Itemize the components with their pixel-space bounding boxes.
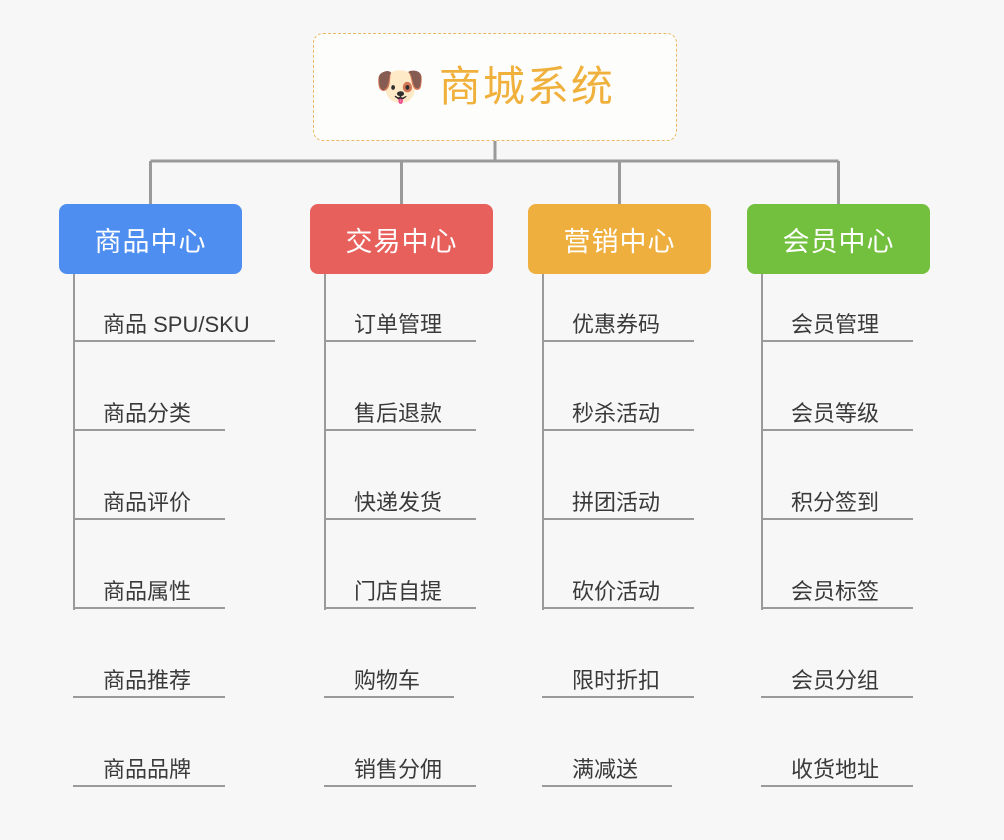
leaf-item[interactable]: 会员等级 bbox=[761, 397, 913, 431]
category-label-3: 营销中心 bbox=[563, 226, 676, 257]
leaf-label: 会员分组 bbox=[791, 668, 880, 693]
leaf-item[interactable]: 购物车 bbox=[324, 664, 454, 698]
leaf-item[interactable]: 会员分组 bbox=[761, 664, 913, 698]
leaf-item[interactable]: 商品推荐 bbox=[73, 664, 225, 698]
category-label-1: 商品中心 bbox=[94, 226, 207, 257]
leaf-item[interactable]: 商品品牌 bbox=[73, 753, 225, 787]
leaf-label: 商品属性 bbox=[103, 579, 192, 604]
leaf-item[interactable]: 商品分类 bbox=[73, 397, 225, 431]
leaf-label: 秒杀活动 bbox=[572, 401, 661, 426]
leaf-label: 会员等级 bbox=[791, 401, 880, 426]
leaf-label: 快递发货 bbox=[354, 490, 443, 515]
leaf-label: 购物车 bbox=[354, 668, 421, 693]
leaf-item[interactable]: 会员管理 bbox=[761, 308, 913, 342]
leaf-item[interactable]: 限时折扣 bbox=[542, 664, 694, 698]
leaf-item[interactable]: 商品属性 bbox=[73, 575, 225, 609]
leaf-item[interactable]: 会员标签 bbox=[761, 575, 913, 609]
leaf-label: 订单管理 bbox=[354, 312, 443, 337]
leaf-label: 商品分类 bbox=[103, 401, 192, 426]
leaf-label: 商品评价 bbox=[103, 490, 192, 515]
leaf-item[interactable]: 订单管理 bbox=[324, 308, 476, 342]
leaf-item[interactable]: 秒杀活动 bbox=[542, 397, 694, 431]
leaf-label: 售后退款 bbox=[354, 401, 443, 426]
leaf-item[interactable]: 优惠券码 bbox=[542, 308, 694, 342]
leaf-label: 商品品牌 bbox=[103, 757, 192, 782]
leaf-label: 门店自提 bbox=[354, 579, 443, 604]
leaf-label: 满减送 bbox=[572, 757, 639, 782]
leaf-label: 积分签到 bbox=[791, 490, 880, 515]
leaf-item[interactable]: 商品评价 bbox=[73, 486, 225, 520]
leaf-item[interactable]: 收货地址 bbox=[761, 753, 913, 787]
leaf-item[interactable]: 快递发货 bbox=[324, 486, 476, 520]
leaf-label: 收货地址 bbox=[791, 757, 880, 782]
leaf-item[interactable]: 满减送 bbox=[542, 753, 672, 787]
category-label-2: 交易中心 bbox=[345, 226, 458, 257]
category-box-1[interactable]: 商品中心 bbox=[59, 204, 242, 274]
leaf-item[interactable]: 门店自提 bbox=[324, 575, 476, 609]
leaf-label: 商品推荐 bbox=[103, 668, 192, 693]
category-label-4: 会员中心 bbox=[782, 226, 895, 257]
root-title: 商城系统 bbox=[438, 63, 615, 110]
leaf-item[interactable]: 积分签到 bbox=[761, 486, 913, 520]
root-node[interactable]: 🐶 商城系统 bbox=[313, 33, 677, 141]
leaf-label: 会员管理 bbox=[791, 312, 880, 337]
leaf-label: 会员标签 bbox=[791, 579, 880, 604]
leaf-label: 商品 SPU/SKU bbox=[103, 312, 250, 337]
category-box-2[interactable]: 交易中心 bbox=[310, 204, 493, 274]
dog-face-icon: 🐶 bbox=[375, 65, 425, 109]
leaf-item[interactable]: 商品 SPU/SKU bbox=[73, 308, 275, 342]
leaf-label: 限时折扣 bbox=[572, 668, 661, 693]
category-box-4[interactable]: 会员中心 bbox=[747, 204, 930, 274]
leaf-item[interactable]: 销售分佣 bbox=[324, 753, 476, 787]
branch-spine-1 bbox=[73, 274, 75, 610]
category-box-3[interactable]: 营销中心 bbox=[528, 204, 711, 274]
branch-spine-3 bbox=[542, 274, 544, 610]
leaf-label: 优惠券码 bbox=[572, 312, 661, 337]
leaf-item[interactable]: 砍价活动 bbox=[542, 575, 694, 609]
leaf-label: 拼团活动 bbox=[572, 490, 661, 515]
leaf-label: 砍价活动 bbox=[572, 579, 661, 604]
branch-spine-4 bbox=[761, 274, 763, 610]
leaf-item[interactable]: 售后退款 bbox=[324, 397, 476, 431]
leaf-item[interactable]: 拼团活动 bbox=[542, 486, 694, 520]
leaf-label: 销售分佣 bbox=[354, 757, 443, 782]
branch-spine-2 bbox=[324, 274, 326, 610]
